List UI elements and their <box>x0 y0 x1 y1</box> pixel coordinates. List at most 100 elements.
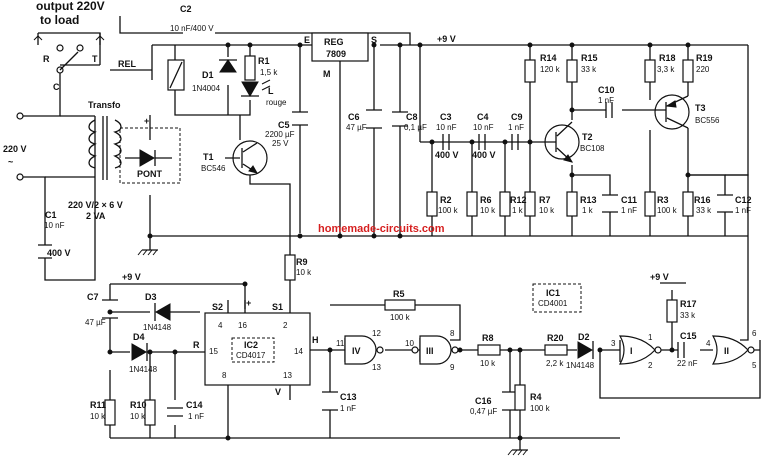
diode-d2 <box>577 341 594 359</box>
label-t2-part: BC108 <box>580 144 605 153</box>
label-led-l: L <box>268 86 274 96</box>
label-ic1-part: CD4001 <box>538 299 568 308</box>
capacitor-c11 <box>602 194 618 213</box>
mains-terminal-bottom <box>16 173 24 181</box>
junction-dots <box>107 42 691 441</box>
resistor-r1 <box>244 55 256 81</box>
resistor-r7 <box>524 191 536 217</box>
label-c4-value: 10 nF <box>473 123 494 132</box>
label-c5: C5 <box>278 120 290 130</box>
label-c2: C2 <box>180 4 192 14</box>
label-reg: REG <box>324 37 344 47</box>
label-c9: C9 <box>511 112 523 122</box>
label-pin13: 13 <box>283 371 292 380</box>
label-transfo-va: 2 VA <box>86 211 106 221</box>
label-r17-value: 33 k <box>680 311 696 320</box>
capacitor-c13 <box>322 391 338 411</box>
label-ic1: IC1 <box>546 288 560 298</box>
ground-symbol-top <box>137 236 158 256</box>
label-c4: C4 <box>477 112 489 122</box>
regulator-reg7809 <box>311 32 369 62</box>
label-c12: C12 <box>735 195 752 205</box>
label-reg-part: 7809 <box>326 49 346 59</box>
label-pin8b: 8 <box>450 329 455 338</box>
resistor-r11 <box>104 399 116 426</box>
label-pin8: 8 <box>222 371 227 380</box>
capacitor-c15 <box>677 342 685 358</box>
resistor-r4 <box>514 384 526 411</box>
resistor-r10 <box>144 399 156 426</box>
led-l-rouge <box>241 79 271 98</box>
label-r14-value: 120 k <box>540 65 561 74</box>
label-s2: S2 <box>212 302 223 312</box>
capacitor-c1 <box>38 244 52 259</box>
label-pin4b: 4 <box>706 339 711 348</box>
label-t: T <box>92 54 98 64</box>
resistor-r8 <box>477 344 501 356</box>
label-pin15: 15 <box>209 347 218 356</box>
label-c16: C16 <box>475 396 492 406</box>
label-r10: R10 <box>130 400 147 410</box>
capacitor-c10 <box>605 102 613 118</box>
label-ic2: IC2 <box>244 340 258 350</box>
label-r5: R5 <box>393 289 405 299</box>
label-pin4: 4 <box>218 321 223 330</box>
label-pin9: 9 <box>450 363 455 372</box>
watermark-text: homemade-circuits.com <box>318 223 445 235</box>
label-r19: R19 <box>696 53 713 63</box>
label-v: V <box>275 387 281 397</box>
label-pin11: 11 <box>336 339 345 348</box>
label-r1-value: 1,5 k <box>260 68 278 77</box>
resistor-r13 <box>566 191 578 217</box>
resistor-r19 <box>682 59 694 83</box>
label-r6-value: 10 k <box>480 206 496 215</box>
label-c7: C7 <box>87 292 99 302</box>
resistor-r15 <box>566 59 578 83</box>
label-r16: R16 <box>694 195 711 205</box>
resistor-r14 <box>524 59 536 83</box>
label-r2-value: 100 k <box>438 206 459 215</box>
label-c6: C6 <box>348 112 360 122</box>
label-s: S <box>371 35 377 45</box>
label-c14: C14 <box>186 400 203 410</box>
label-c8: C8 <box>406 112 418 122</box>
output-title-line2: to load <box>40 13 79 27</box>
label-pin1: 1 <box>648 333 653 342</box>
resistor-r2 <box>426 191 438 217</box>
label-c15: C15 <box>680 331 697 341</box>
label-pin6: 6 <box>752 329 757 338</box>
label-r9-value: 10 k <box>296 268 312 277</box>
labels: output 220V to load C2 10 nF/400 V R T C… <box>3 0 757 421</box>
label-c14-value: 1 nF <box>188 412 204 421</box>
capacitor-c5 <box>292 111 308 126</box>
label-c5-value: 2200 µF <box>265 130 295 139</box>
resistor-r20 <box>544 344 568 356</box>
resistor-r9 <box>284 254 296 281</box>
label-d4: D4 <box>133 332 145 342</box>
diode-d1 <box>219 59 237 73</box>
label-pin16: 16 <box>238 321 247 330</box>
label-pont: PONT <box>137 169 163 179</box>
label-plus9v-lower: +9 V <box>122 272 141 282</box>
label-c1-value: 10 nF <box>44 221 65 230</box>
ic2-cd4017 <box>204 312 311 386</box>
label-r2: R2 <box>440 195 452 205</box>
capacitor-c7 <box>102 299 118 319</box>
capacitor-c6 <box>366 109 382 129</box>
transistor-t1 <box>225 140 268 176</box>
label-r6: R6 <box>480 195 492 205</box>
nor-gate-ii <box>711 335 755 365</box>
label-c6-value: 47 µF <box>346 123 367 132</box>
label-r5-value: 100 k <box>390 313 411 322</box>
resistor-r18 <box>644 59 656 83</box>
relay-coil-rel <box>167 59 185 91</box>
label-gate-iv: IV <box>352 346 361 356</box>
transformer-transfo <box>88 116 122 180</box>
resistor-r6 <box>466 191 478 217</box>
ic1-cd4001-label-box <box>532 283 582 313</box>
transistor-t3 <box>654 94 690 130</box>
label-c8-value: 0,1 µF <box>404 123 427 132</box>
label-c11-value: 1 nF <box>621 206 637 215</box>
label-r13-value: 1 k <box>582 206 594 215</box>
label-r15: R15 <box>581 53 598 63</box>
